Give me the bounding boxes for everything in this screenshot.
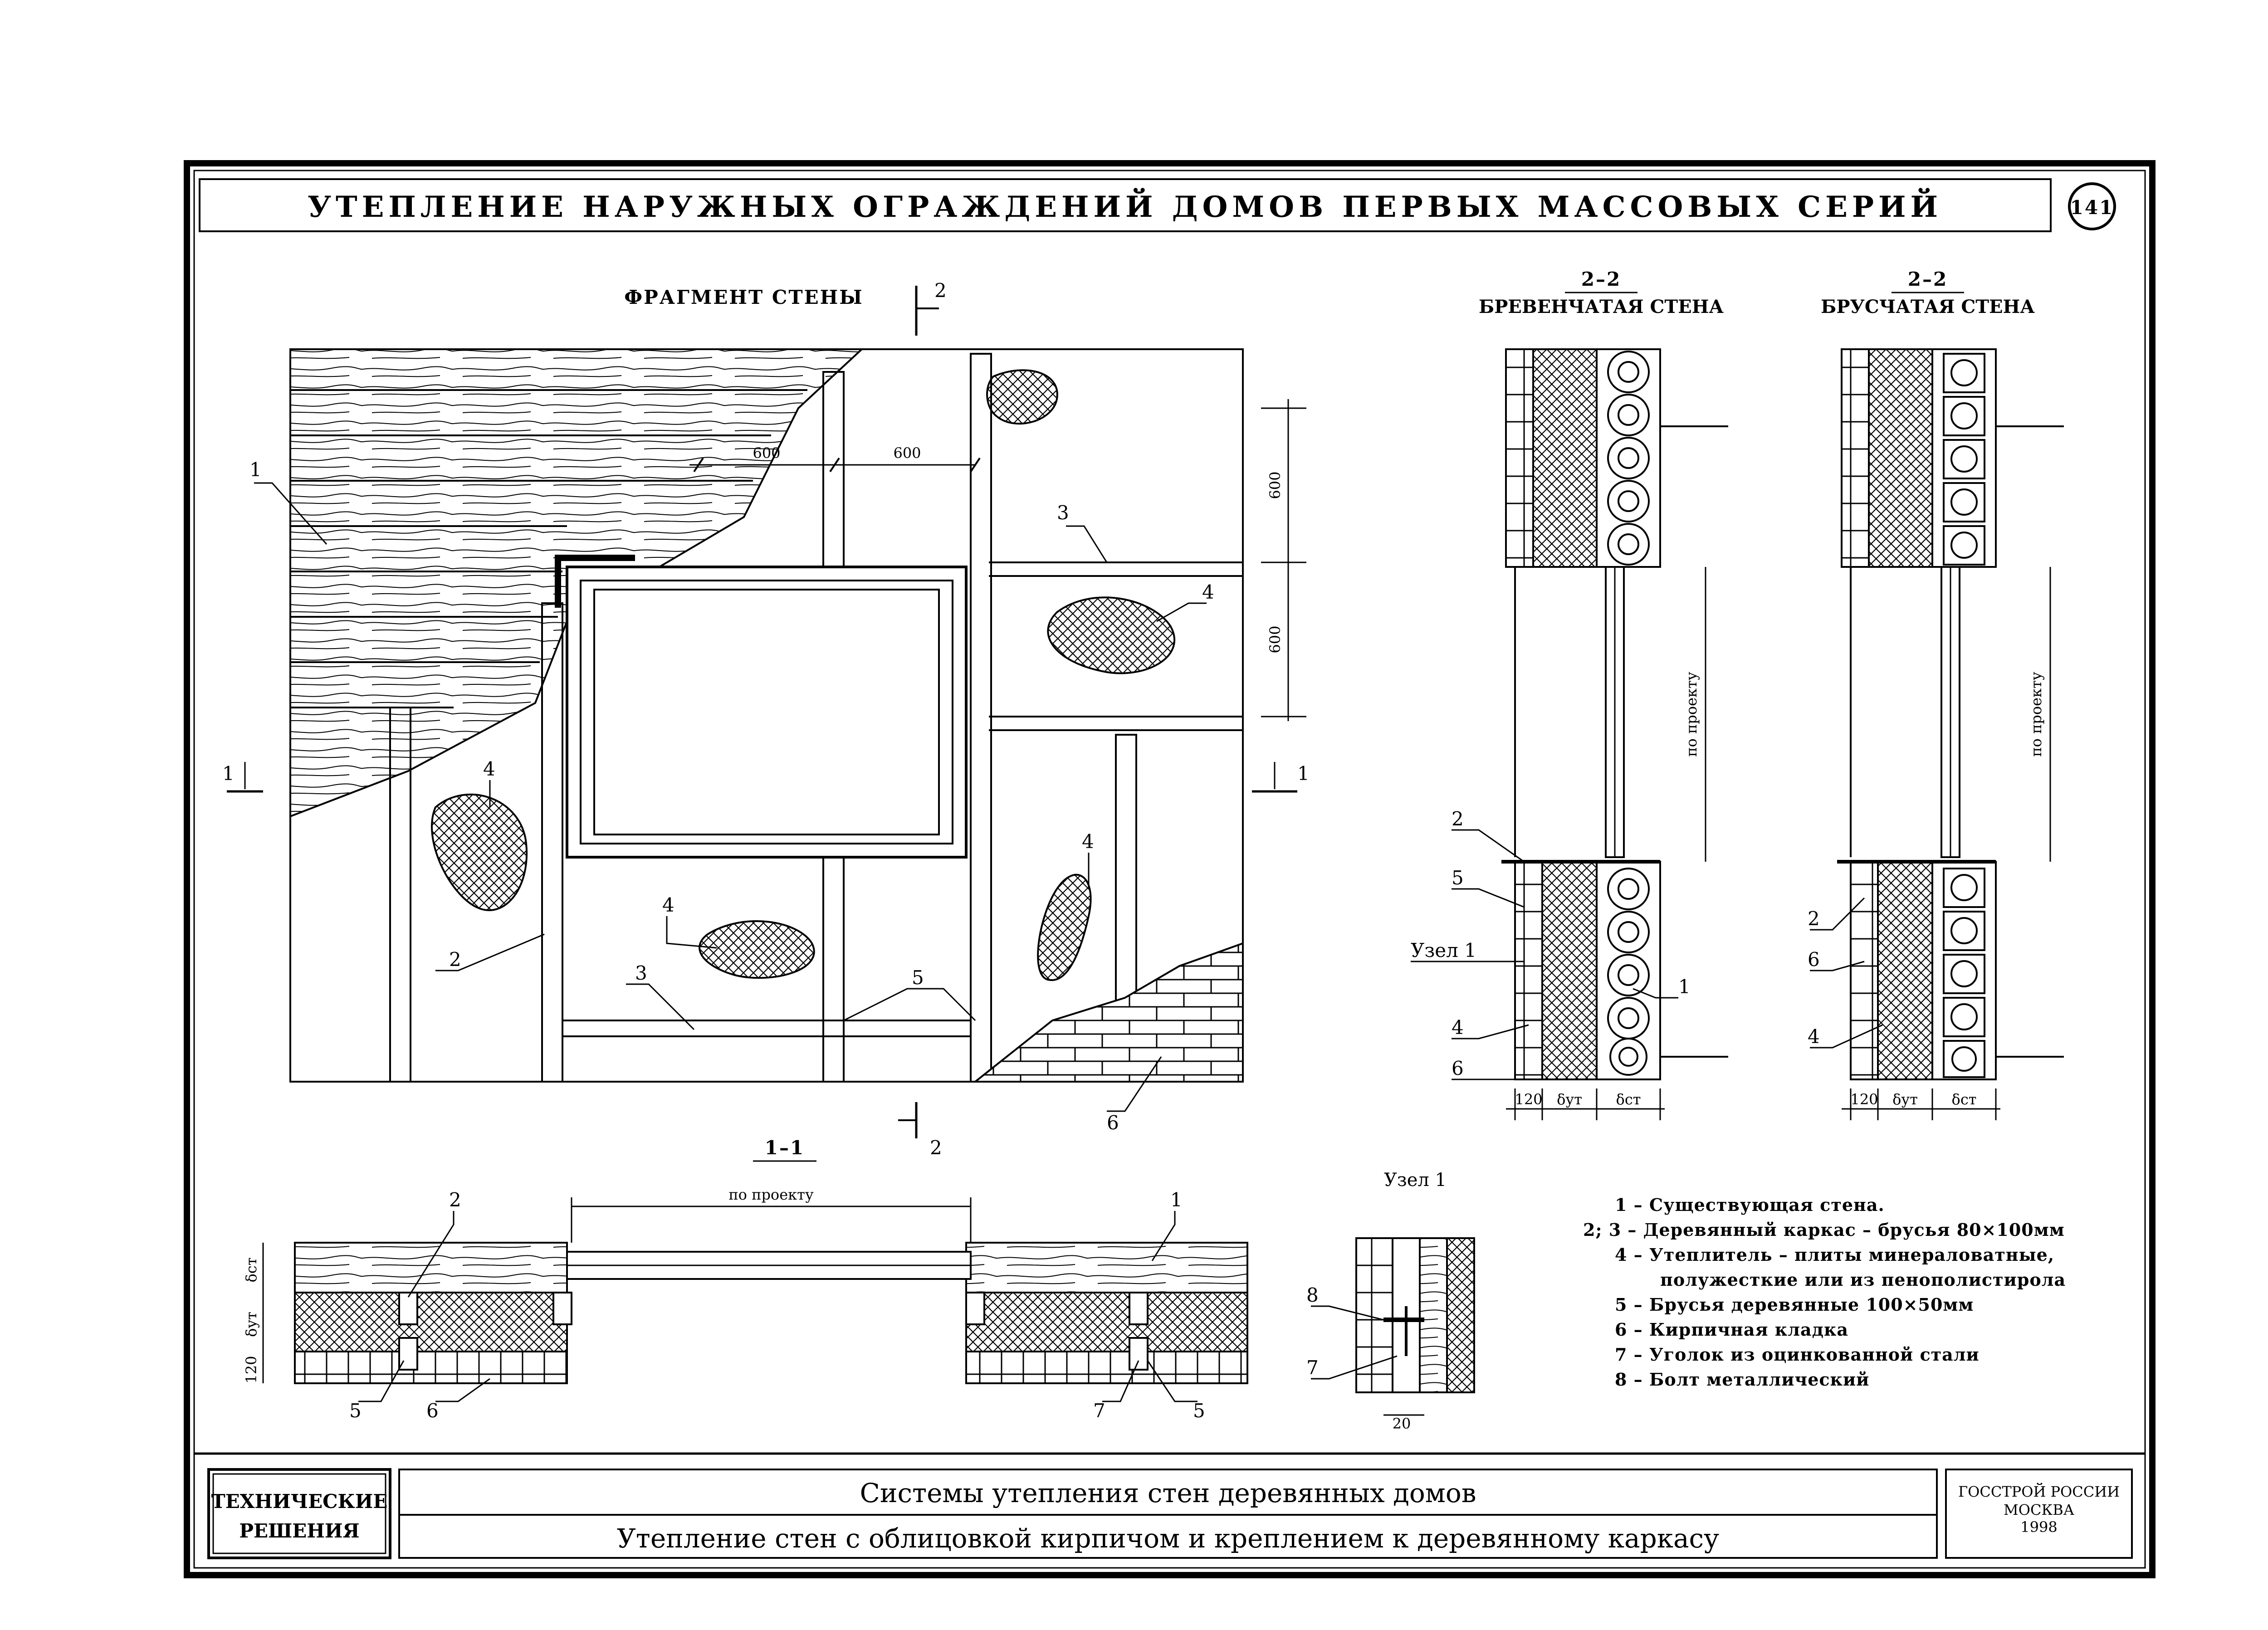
svg-text:6: 6	[426, 1400, 439, 1422]
svg-text:6: 6	[1808, 948, 1820, 971]
outer-frame	[184, 160, 2156, 1578]
page-number: 141	[2070, 196, 2114, 219]
section-beam-mark: 2–2	[1908, 268, 1948, 290]
dims-vertical: 600 600	[1261, 399, 1306, 721]
stamp-left-line1: ТЕХНИЧЕСКИЕ	[211, 1490, 388, 1513]
svg-text:2: 2	[934, 279, 947, 302]
svg-text:600: 600	[1266, 471, 1284, 499]
stamp-center-box	[398, 1469, 1938, 1559]
sheet-title: УТЕПЛЕНИЕ НАРУЖНЫХ ОГРАЖДЕНИЙ ДОМОВ ПЕРВ…	[308, 188, 1942, 224]
stamp-right-box	[1945, 1469, 2133, 1559]
node-1-detail: Узел 1 8 7 20	[1306, 1170, 1475, 1432]
svg-text:3: 3	[635, 962, 647, 984]
svg-text:4: 4	[662, 894, 675, 916]
svg-text:7: 7	[1093, 1400, 1105, 1422]
section-beam-wall: 2–2 БРУСЧАТАЯ СТЕНА по проекту	[1808, 268, 2064, 1120]
svg-text:5: 5	[1193, 1400, 1205, 1422]
section-log-title: БРЕВЕНЧАТАЯ СТЕНА	[1479, 296, 1724, 317]
stamp-center-line2: Утепление стен с облицовкой кирпичом и к…	[617, 1523, 1719, 1554]
section-mark-2-top: 2	[915, 279, 947, 336]
plan-section-mark: 1–1	[765, 1137, 805, 1159]
legend-item-2: 2; 3 – Деревянный каркас – брусья 80×100…	[1583, 1220, 2065, 1240]
svg-text:3: 3	[1057, 502, 1069, 524]
svg-text:600: 600	[1266, 625, 1284, 653]
title-bar: УТЕПЛЕНИЕ НАРУЖНЫХ ОГРАЖДЕНИЙ ДОМОВ ПЕРВ…	[199, 178, 2116, 232]
svg-text:4: 4	[1082, 830, 1094, 853]
svg-text:6: 6	[1452, 1057, 1464, 1079]
legend-item-8: 8 – Болт металлический	[1615, 1369, 1869, 1390]
section-log-mark: 2–2	[1581, 268, 1621, 290]
inner-frame	[193, 170, 2146, 1569]
svg-text:δут: δут	[1892, 1091, 1918, 1108]
title-block: ТЕХНИЧЕСКИЕ РЕШЕНИЯ Системы утепления ст…	[194, 1452, 2145, 1559]
svg-text:600: 600	[753, 444, 780, 462]
svg-text:2: 2	[1452, 808, 1464, 830]
svg-text:δст: δст	[1616, 1091, 1641, 1108]
svg-text:120: 120	[1515, 1091, 1542, 1108]
svg-text:1: 1	[1170, 1189, 1183, 1211]
page-number-badge	[2068, 182, 2116, 230]
plan-section-1-1: 1–1 по проекту δст δут 120	[243, 1137, 1248, 1422]
svg-text:по проекту: по проекту	[1683, 672, 1700, 756]
svg-text:20: 20	[1393, 1415, 1411, 1432]
legend-item-7: 7 – Уголок из оцинкованной стали	[1615, 1344, 1980, 1365]
svg-text:600: 600	[893, 444, 921, 462]
svg-text:4: 4	[483, 758, 495, 780]
legend-item-4: 4 – Утеплитель – плиты минераловатные,	[1615, 1244, 2054, 1265]
svg-text:δст: δст	[243, 1258, 260, 1283]
wall-fragment: ФРАГМЕНТ СТЕНЫ 2	[222, 279, 1310, 1159]
svg-text:1: 1	[1297, 762, 1310, 785]
svg-text:δут: δут	[1557, 1091, 1582, 1108]
fragment-callouts	[254, 482, 1207, 1112]
svg-text:1: 1	[1678, 976, 1691, 998]
svg-text:Узел 1: Узел 1	[1411, 939, 1476, 961]
brick-cladding	[973, 942, 1244, 1083]
svg-text:1: 1	[249, 459, 262, 481]
svg-text:5: 5	[912, 966, 924, 989]
svg-text:5: 5	[349, 1400, 362, 1422]
insulation-patches	[431, 369, 1175, 981]
section-mark-1-left: 1	[222, 762, 263, 793]
svg-text:4: 4	[1808, 1025, 1820, 1048]
svg-text:120: 120	[243, 1356, 260, 1383]
window	[555, 555, 968, 859]
stamp-right-line3: 1998	[2020, 1518, 2057, 1536]
svg-text:по проекту: по проекту	[728, 1186, 813, 1203]
legend-item-4-cont: полужесткие или из пенополистирола	[1660, 1269, 2066, 1290]
stamp-left-line2: РЕШЕНИЯ	[239, 1520, 359, 1542]
legend: 1 – Существующая стена. 2; 3 – Деревянны…	[1583, 1195, 2066, 1390]
dims-horizontal: 600 600	[689, 444, 981, 473]
stamp-left-box	[207, 1468, 391, 1559]
svg-text:2: 2	[449, 1189, 461, 1211]
section-mark-2-bottom: 2	[898, 1102, 942, 1159]
stamp-center-line1: Системы утепления стен деревянных домов	[860, 1478, 1476, 1508]
svg-text:120: 120	[1850, 1091, 1878, 1108]
stamp-right-line1: ГОССТРОЙ РОССИИ	[1958, 1483, 2120, 1500]
section-log-wall: 2–2 БРЕВЕНЧАТАЯ СТЕНА	[1411, 268, 1728, 1120]
svg-text:5: 5	[1452, 867, 1464, 889]
svg-text:6: 6	[1107, 1112, 1119, 1134]
fragment-title: ФРАГМЕНТ СТЕНЫ	[624, 286, 864, 308]
svg-text:2: 2	[449, 948, 461, 971]
svg-text:4: 4	[1202, 581, 1214, 603]
legend-item-5: 5 – Брусья деревянные 100×50мм	[1615, 1294, 1974, 1315]
svg-text:по проекту: по проекту	[2028, 672, 2045, 756]
section-mark-1-right: 1	[1252, 762, 1310, 793]
svg-text:2: 2	[1808, 908, 1820, 930]
node1-title: Узел 1	[1384, 1170, 1447, 1191]
svg-text:2: 2	[930, 1137, 942, 1159]
svg-text:8: 8	[1306, 1284, 1319, 1306]
svg-text:1: 1	[222, 762, 235, 785]
stamp-right-line2: МОСКВА	[2004, 1501, 2074, 1518]
legend-item-1: 1 – Существующая стена.	[1615, 1195, 1885, 1215]
svg-text:δут: δут	[243, 1312, 260, 1337]
svg-text:7: 7	[1306, 1357, 1319, 1379]
fragment-callout-labels: 1 2 3 3 4 4 4 4 5 6	[249, 459, 1214, 1134]
svg-text:4: 4	[1452, 1016, 1464, 1039]
legend-item-6: 6 – Кирпичная кладка	[1615, 1319, 1848, 1340]
svg-text:δст: δст	[1952, 1091, 1977, 1108]
section-beam-title: БРУСЧАТАЯ СТЕНА	[1821, 296, 2035, 317]
